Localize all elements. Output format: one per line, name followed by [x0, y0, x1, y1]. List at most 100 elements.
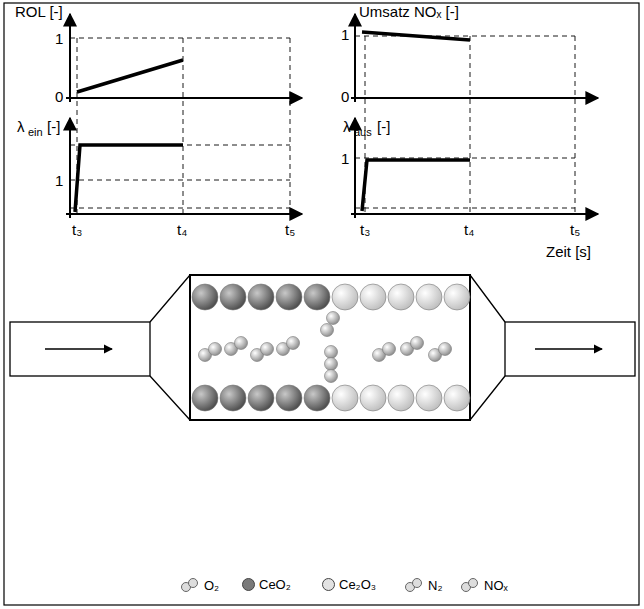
guide-line — [183, 38, 184, 214]
o2-molecule — [199, 343, 222, 362]
legend-molecule — [404, 577, 424, 593]
guide-line — [70, 208, 290, 209]
n2-nox-atom — [325, 358, 338, 371]
axis-label: λ — [16, 118, 26, 135]
ceo2-sphere — [304, 284, 330, 310]
legend-entry: O₂ — [180, 577, 219, 593]
y-axis — [354, 14, 356, 102]
lambda-in-curve — [75, 145, 183, 212]
catalyst — [10, 275, 635, 420]
o2-molecule — [401, 337, 424, 356]
legend-entry: CeO₂ — [242, 577, 291, 592]
ce2o3-sphere — [360, 385, 386, 411]
axis-label: t₅ — [569, 221, 581, 238]
legend-text: N₂ — [428, 578, 442, 593]
axis-label: t₅ — [284, 221, 296, 238]
atom — [413, 579, 422, 588]
axis-label: 1 — [54, 30, 64, 47]
axis-label: Zeit [s] — [545, 243, 592, 260]
ceo2-sphere — [276, 284, 302, 310]
catalyst-body — [190, 275, 470, 420]
legend-text: NOₓ — [484, 578, 508, 593]
axis-label: t₄ — [463, 221, 475, 238]
axis-label: 0 — [340, 88, 350, 105]
atom — [235, 337, 248, 350]
flow-arrow — [45, 348, 112, 349]
atom — [469, 579, 478, 588]
ce2o3-sphere — [388, 385, 414, 411]
axis-label: [-] — [376, 118, 391, 135]
atom — [439, 343, 452, 356]
ce2o3-sphere — [416, 284, 442, 310]
lambda-out-curve — [362, 160, 470, 211]
axis-label: λ — [342, 118, 352, 135]
axis-label: aus — [353, 126, 373, 138]
o2-molecule — [251, 343, 274, 362]
axis-label: t₄ — [176, 221, 188, 238]
axis-label: Umsatz NOₓ [-] — [358, 3, 460, 20]
legend-text: O₂ — [204, 578, 219, 593]
guide-line — [70, 180, 290, 181]
atom — [189, 579, 198, 588]
ce2o3-sphere — [444, 284, 470, 310]
atom — [209, 343, 222, 356]
guide-line — [470, 36, 471, 214]
axis-label: ROL [-] — [14, 3, 64, 20]
ceo2-sphere — [248, 284, 274, 310]
legend-text: Ce₂O₃ — [339, 577, 376, 592]
axis-label: t₃ — [359, 221, 371, 238]
x-axis — [66, 97, 302, 99]
ce2o3-sphere — [444, 385, 470, 411]
legend-molecule — [180, 577, 200, 593]
atom — [261, 343, 274, 356]
frame — [4, 3, 639, 605]
legend-text: CeO₂ — [259, 577, 291, 592]
atom — [383, 343, 396, 356]
axis-label: t₃ — [71, 221, 83, 238]
flow-arrow — [535, 348, 602, 349]
legend-entry: N₂ — [404, 577, 442, 593]
axis-label: 1 — [340, 26, 350, 43]
x-axis — [66, 213, 302, 215]
axis-label: 0 — [54, 88, 64, 105]
n2-nox-atom — [325, 346, 338, 359]
guide-line — [290, 38, 291, 214]
ceo2-sphere — [220, 284, 246, 310]
ce2o3-sphere — [360, 284, 386, 310]
legend-swatch — [242, 578, 255, 591]
ce2o3-sphere — [388, 284, 414, 310]
o2-molecule — [373, 343, 396, 362]
atom — [411, 337, 424, 350]
inlet-pipe — [10, 322, 150, 376]
outlet-cone — [470, 275, 505, 420]
atom — [406, 583, 415, 592]
n2-nox-atom — [327, 312, 340, 325]
y-axis — [69, 14, 71, 102]
guide-line — [355, 208, 575, 209]
ceo2-sphere — [304, 385, 330, 411]
ce2o3-sphere — [332, 284, 358, 310]
axis-label: ein — [27, 126, 44, 138]
axis-label: 1 — [54, 172, 64, 189]
axis-label: 1 — [340, 150, 350, 167]
n2-nox-atom — [321, 324, 334, 337]
legend-entry: Ce₂O₃ — [322, 577, 376, 592]
axis-label: [-] — [46, 118, 61, 135]
x-axis — [351, 213, 598, 215]
atom — [182, 583, 191, 592]
rol-curve — [77, 60, 183, 92]
atom — [287, 337, 300, 350]
o2-molecule — [277, 337, 300, 356]
outlet-pipe — [505, 322, 635, 376]
atom — [462, 583, 471, 592]
y-axis — [69, 118, 71, 218]
legend-entry: NOₓ — [460, 577, 508, 593]
guide-line — [575, 36, 576, 214]
o2-molecule — [225, 337, 248, 356]
ceo2-sphere — [192, 284, 218, 310]
ce2o3-sphere — [416, 385, 442, 411]
o2-molecule — [429, 343, 452, 362]
ceo2-sphere — [276, 385, 302, 411]
